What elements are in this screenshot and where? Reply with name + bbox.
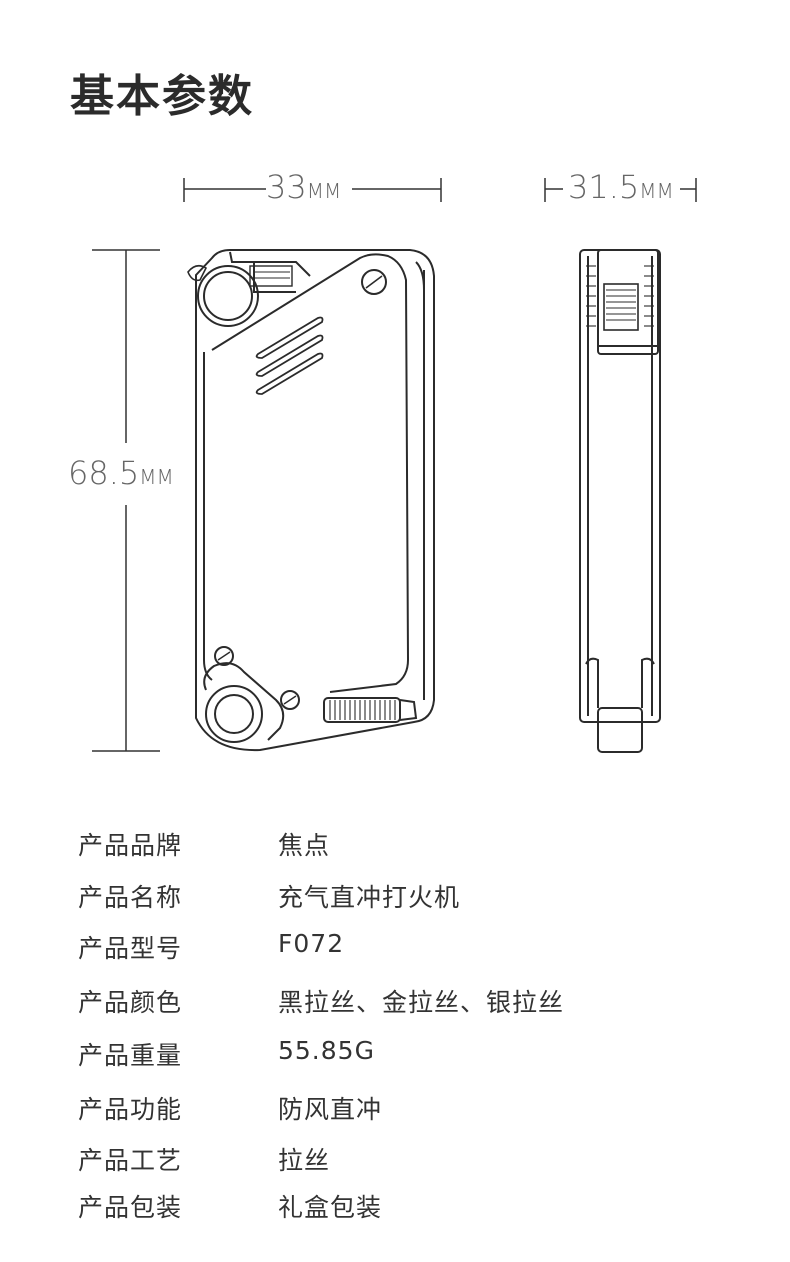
spec-value: F072 bbox=[278, 929, 345, 958]
spec-row-model: 产品型号 F072 bbox=[78, 929, 718, 969]
depth-unit: MM bbox=[639, 179, 674, 203]
spec-value: 拉丝 bbox=[278, 1146, 331, 1175]
lighter-technical-drawing bbox=[92, 178, 697, 753]
depth-value: 31.5 bbox=[568, 168, 640, 206]
spec-row-color: 产品颜色 黑拉丝、金拉丝、银拉丝 bbox=[78, 983, 718, 1023]
depth-dimension-line bbox=[544, 178, 697, 202]
height-unit: MM bbox=[139, 465, 174, 489]
spec-label: 产品工艺 bbox=[78, 1146, 183, 1175]
spec-label: 产品品牌 bbox=[78, 831, 183, 860]
spec-row-weight: 产品重量 55.85G bbox=[78, 1036, 718, 1076]
spec-label: 产品颜色 bbox=[78, 988, 183, 1017]
height-dimension-line bbox=[92, 249, 160, 752]
spec-value: 55.85G bbox=[278, 1036, 375, 1065]
spec-label: 产品型号 bbox=[78, 934, 183, 963]
spec-label: 产品包装 bbox=[78, 1193, 183, 1222]
width-dimension-label: 33MM bbox=[266, 168, 341, 206]
width-value: 33 bbox=[266, 168, 307, 206]
spec-row-name: 产品名称 充气直冲打火机 bbox=[78, 878, 718, 918]
spec-value: 焦点 bbox=[278, 831, 331, 860]
width-unit: MM bbox=[306, 179, 342, 203]
height-value: 68.5 bbox=[68, 454, 140, 492]
spec-value: 防风直冲 bbox=[278, 1095, 383, 1124]
spec-label: 产品功能 bbox=[78, 1095, 183, 1124]
spec-row-packaging: 产品包装 礼盒包装 bbox=[78, 1188, 718, 1228]
width-dimension-line bbox=[183, 178, 442, 202]
spec-row-craft: 产品工艺 拉丝 bbox=[78, 1141, 718, 1181]
spec-value: 充气直冲打火机 bbox=[278, 883, 461, 912]
spec-row-function: 产品功能 防风直冲 bbox=[78, 1090, 718, 1130]
spec-label: 产品名称 bbox=[78, 883, 183, 912]
depth-dimension-label: 31.5MM bbox=[568, 168, 674, 206]
page-title: 基本参数 bbox=[70, 71, 254, 122]
spec-row-brand: 产品品牌 焦点 bbox=[78, 826, 718, 866]
spec-label: 产品重量 bbox=[78, 1041, 183, 1070]
height-dimension-label: 68.5MM bbox=[68, 454, 174, 492]
lighter-side-view bbox=[579, 249, 661, 753]
lighter-front-view bbox=[187, 249, 435, 752]
spec-value: 礼盒包装 bbox=[278, 1193, 383, 1222]
spec-value: 黑拉丝、金拉丝、银拉丝 bbox=[278, 988, 565, 1017]
